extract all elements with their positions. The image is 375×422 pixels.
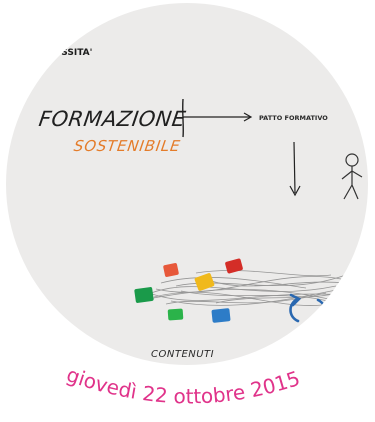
- sketch-circle: E SSITA' FORMAZIONE SOSTENIBILE PATTO FO…: [6, 3, 368, 365]
- down-arrow-head: [289, 185, 301, 197]
- arrow-label: PATTO FORMATIVO: [259, 114, 328, 122]
- sketch-lines: [143, 98, 363, 327]
- refresh-arrows-icon: [289, 293, 327, 327]
- scribble-lines: [143, 270, 357, 309]
- stick-figure-icon: [341, 153, 363, 200]
- contenuti-label: CONTENUTI: [151, 349, 215, 360]
- top-label: E SSITA': [52, 48, 93, 58]
- down-arrow-line: [293, 141, 296, 194]
- separator-bar: [182, 98, 184, 138]
- date-text: giovedì 22 ottobre 2015: [63, 362, 303, 408]
- date-textpath: giovedì 22 ottobre 2015: [63, 362, 303, 408]
- right-arrow-head: [243, 112, 253, 122]
